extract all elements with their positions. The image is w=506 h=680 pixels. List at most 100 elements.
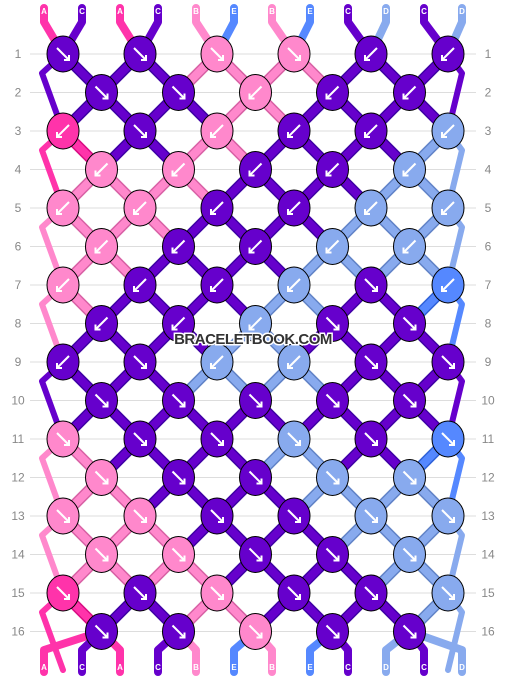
arrow-head-icon [441, 55, 447, 61]
arrow-icon [248, 470, 263, 485]
row-label-right: 15 [481, 586, 495, 600]
row-label-left: 11 [12, 432, 25, 446]
arrow-head-icon [179, 478, 186, 485]
knot [316, 459, 349, 496]
knot [200, 497, 234, 535]
row-label-left: 2 [15, 86, 22, 100]
arrow-icon [210, 432, 224, 446]
arrow-icon [287, 124, 301, 138]
arrow-icon [441, 47, 455, 61]
arrow-head-icon [325, 93, 332, 100]
knot [316, 74, 349, 111]
strand-label-top: D [383, 7, 389, 16]
row-label-right: 11 [482, 432, 495, 446]
arrow-icon [133, 586, 147, 600]
arrow-head-icon [333, 324, 340, 331]
knot [85, 536, 118, 573]
arrow-head-icon [372, 594, 378, 600]
arrow-icon [402, 85, 417, 100]
arrow-head-icon [64, 55, 70, 61]
knot [200, 574, 234, 612]
strand-label-bottom: A [117, 663, 123, 672]
arrow-head-icon [102, 401, 109, 408]
arrow-icon [325, 624, 340, 639]
arrow-head-icon [372, 440, 378, 446]
bottom-strand [405, 627, 466, 676]
arrow-icon [364, 586, 378, 600]
arrow-head-icon [133, 209, 139, 215]
knot [354, 35, 388, 73]
row-label-left: 16 [11, 625, 25, 639]
knot [123, 112, 157, 150]
arrow-head-icon [364, 55, 370, 61]
row-label-right: 13 [481, 509, 495, 523]
strand-label-bottom: D [383, 663, 389, 672]
knot-layer [46, 35, 465, 650]
knot [162, 228, 195, 265]
arrow-head-icon [372, 363, 378, 369]
knot [316, 536, 349, 573]
arrow-head-icon [256, 478, 263, 485]
knot [85, 613, 118, 650]
arrow-icon [171, 393, 186, 408]
arrow-icon [171, 239, 186, 254]
arrow-icon [133, 355, 147, 369]
arrow-head-icon [64, 594, 70, 600]
strand-label-top: E [307, 7, 313, 16]
arrow-icon [364, 201, 378, 215]
row-label-right: 6 [485, 240, 492, 254]
knot [200, 189, 234, 227]
strand-label-top: C [79, 7, 85, 16]
row-label-right: 7 [485, 278, 492, 292]
arrow-icon [364, 47, 378, 61]
knot [393, 459, 426, 496]
knot [239, 305, 272, 342]
arrow-icon [210, 355, 224, 369]
row-label-left: 3 [15, 124, 22, 138]
arrow-icon [171, 470, 186, 485]
arrow-head-icon [410, 401, 417, 408]
arrow-head-icon [287, 363, 293, 369]
arrow-head-icon [141, 440, 147, 446]
knot [123, 497, 157, 535]
strand-label-top: B [269, 7, 275, 16]
arrow-icon [133, 124, 147, 138]
arrow-icon [133, 278, 147, 292]
knot [85, 382, 118, 419]
arrow-icon [287, 47, 301, 61]
arrow-head-icon [210, 286, 216, 292]
arrow-head-icon [410, 555, 417, 562]
knot [46, 343, 80, 381]
arrow-head-icon [133, 286, 139, 292]
arrow-head-icon [333, 478, 340, 485]
arrow-icon [287, 201, 301, 215]
arrow-head-icon [218, 55, 224, 61]
arrow-icon [133, 432, 147, 446]
arrow-head-icon [179, 93, 186, 100]
knot [200, 112, 234, 150]
strand-label-bottom: D [459, 663, 465, 672]
arrow-icon [248, 316, 263, 331]
knot [239, 459, 272, 496]
arrow-head-icon [141, 594, 147, 600]
arrow-head-icon [256, 555, 263, 562]
arrow-head-icon [287, 209, 293, 215]
arrow-head-icon [402, 170, 409, 177]
arrow-icon [171, 547, 186, 562]
knot [239, 228, 272, 265]
arrow-icon [325, 547, 340, 562]
arrow-icon [325, 393, 340, 408]
strand-label-top: C [155, 7, 161, 16]
arrow-head-icon [102, 478, 109, 485]
strand-label-top: A [117, 7, 123, 16]
knot [354, 574, 388, 612]
arrow-icon [325, 316, 340, 331]
row-label-right: 8 [485, 317, 492, 331]
strand-label-bottom: A [41, 663, 47, 672]
arrow-icon [210, 278, 224, 292]
knot [277, 35, 311, 73]
arrow-icon [248, 393, 263, 408]
row-label-right: 5 [485, 201, 492, 215]
arrow-head-icon [287, 132, 293, 138]
